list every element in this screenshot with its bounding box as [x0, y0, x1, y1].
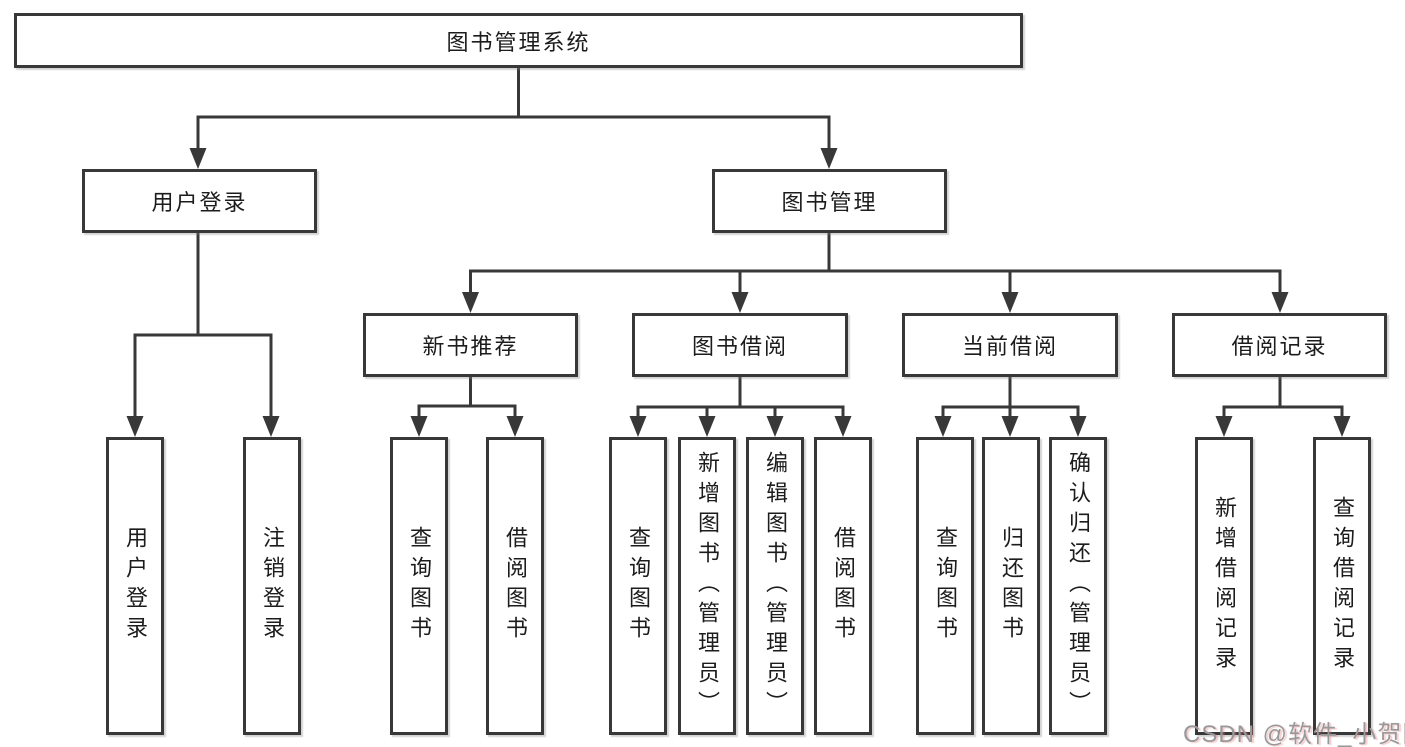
node-label: 借阅图书	[503, 526, 528, 646]
leaf-return-books: 归还图书	[982, 437, 1040, 735]
node-label: 图书管理系统	[446, 29, 591, 55]
leaf-confirm-return-admin: 确认归还（管理员）	[1049, 437, 1107, 735]
node-label: 借阅图书	[831, 526, 856, 646]
csdn-watermark: CSDN @软件_小贺同学	[1183, 721, 1405, 747]
node-root-library-system: 图书管理系统	[14, 13, 1023, 68]
node-book-management-branch: 图书管理	[712, 169, 947, 233]
node-label: 用户登录	[151, 190, 248, 215]
node-label: 新增图书（管理员）	[695, 451, 720, 721]
leaf-add-books-admin: 新增图书（管理员）	[678, 437, 736, 735]
node-label: 查询借阅记录	[1330, 496, 1355, 676]
node-label: 归还图书	[999, 526, 1024, 646]
leaf-borrow-books-recommend: 借阅图书	[486, 437, 544, 735]
leaf-user-login: 用户登录	[106, 437, 164, 735]
node-user-login-branch: 用户登录	[82, 169, 317, 233]
leaf-query-books-borrow: 查询图书	[609, 437, 667, 735]
node-label: 借阅记录	[1231, 334, 1328, 359]
leaf-add-borrow-record: 新增借阅记录	[1195, 437, 1253, 735]
leaf-query-borrow-record: 查询借阅记录	[1313, 437, 1371, 735]
node-borrow-records: 借阅记录	[1172, 313, 1387, 377]
node-new-book-recommend: 新书推荐	[363, 313, 578, 377]
leaf-query-books-current: 查询图书	[916, 437, 974, 735]
leaf-query-books-recommend: 查询图书	[390, 437, 448, 735]
node-label: 图书借阅	[691, 334, 788, 359]
node-label: 注销登录	[260, 526, 285, 646]
node-current-borrow: 当前借阅	[902, 313, 1118, 377]
node-label: 查询图书	[407, 526, 432, 646]
node-label: 编辑图书（管理员）	[763, 451, 788, 721]
node-label: 图书管理	[781, 190, 878, 215]
node-label: 新书推荐	[422, 334, 519, 359]
node-label: 查询图书	[933, 526, 958, 646]
node-label: 新增借阅记录	[1212, 496, 1237, 676]
node-book-borrow: 图书借阅	[632, 313, 848, 377]
node-label: 确认归还（管理员）	[1066, 451, 1091, 721]
leaf-logout: 注销登录	[243, 437, 301, 735]
leaf-edit-books-admin: 编辑图书（管理员）	[746, 437, 804, 735]
node-label: 查询图书	[626, 526, 651, 646]
node-label: 用户登录	[123, 526, 148, 646]
leaf-borrow-books: 借阅图书	[814, 437, 872, 735]
node-label: 当前借阅	[961, 334, 1058, 359]
